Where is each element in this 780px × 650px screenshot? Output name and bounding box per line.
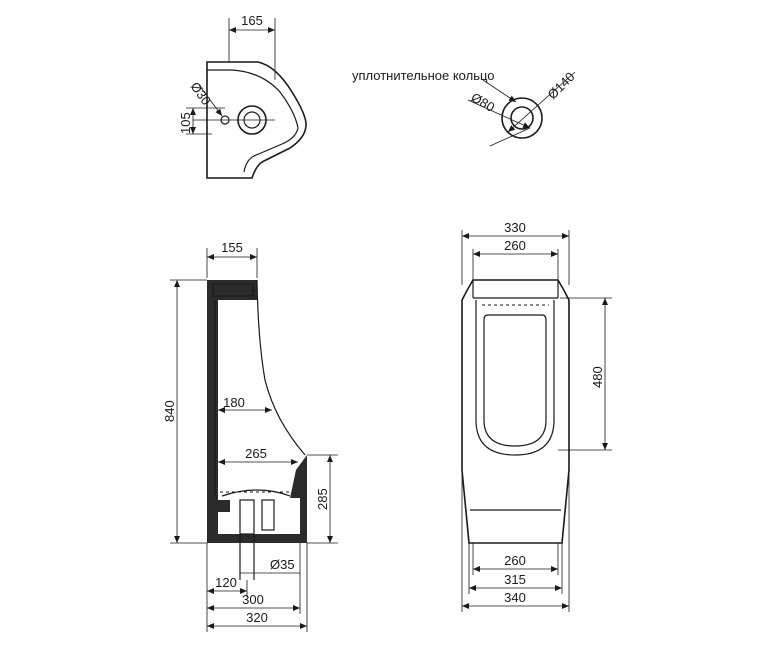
dim-hole-diameter: Ø30 bbox=[188, 79, 214, 108]
front-view-lip bbox=[475, 300, 555, 456]
top-view-outline bbox=[206, 61, 307, 179]
seal-ring-outer bbox=[501, 97, 543, 139]
dim-side-bottom-height: 285 bbox=[315, 488, 330, 510]
dim-front-top-outer: 330 bbox=[504, 220, 526, 235]
dim-pipe-diameter: Ø35 bbox=[270, 557, 295, 572]
dim-base-300: 300 bbox=[242, 592, 264, 607]
dim-pipe-offset: 120 bbox=[215, 575, 237, 590]
dim-front-bottom-outer: 340 bbox=[504, 590, 526, 605]
top-view: 165 Ø30 105 bbox=[178, 13, 307, 179]
front-view-outline bbox=[461, 279, 570, 544]
side-view-front-curve bbox=[256, 279, 306, 456]
dim-side-top: 155 bbox=[221, 240, 243, 255]
seal-ring-label: уплотнительное кольцо bbox=[352, 68, 495, 83]
front-view-bowl bbox=[483, 314, 547, 447]
seal-ring-inner bbox=[510, 106, 534, 130]
dim-front-top-inner: 260 bbox=[504, 238, 526, 253]
dim-front-bottom-inner: 260 bbox=[504, 553, 526, 568]
seal-ring-view: уплотнительное кольцо Ø140 Ø80 bbox=[352, 68, 578, 147]
dim-top-width: 165 bbox=[241, 13, 263, 28]
dim-side-mid: 180 bbox=[223, 395, 245, 410]
side-view: 155 840 180 265 285 Ø35 bbox=[162, 240, 338, 632]
dim-front-bottom-mid: 315 bbox=[504, 572, 526, 587]
side-view-wall bbox=[207, 280, 307, 543]
dim-base-320: 320 bbox=[246, 610, 268, 625]
dim-front-height: 480 bbox=[590, 366, 605, 388]
front-view: 330 260 480 260 315 bbox=[461, 220, 612, 612]
dim-side-bowl: 265 bbox=[245, 446, 267, 461]
dim-top-height: 105 bbox=[178, 112, 193, 134]
dim-side-height: 840 bbox=[162, 400, 177, 422]
